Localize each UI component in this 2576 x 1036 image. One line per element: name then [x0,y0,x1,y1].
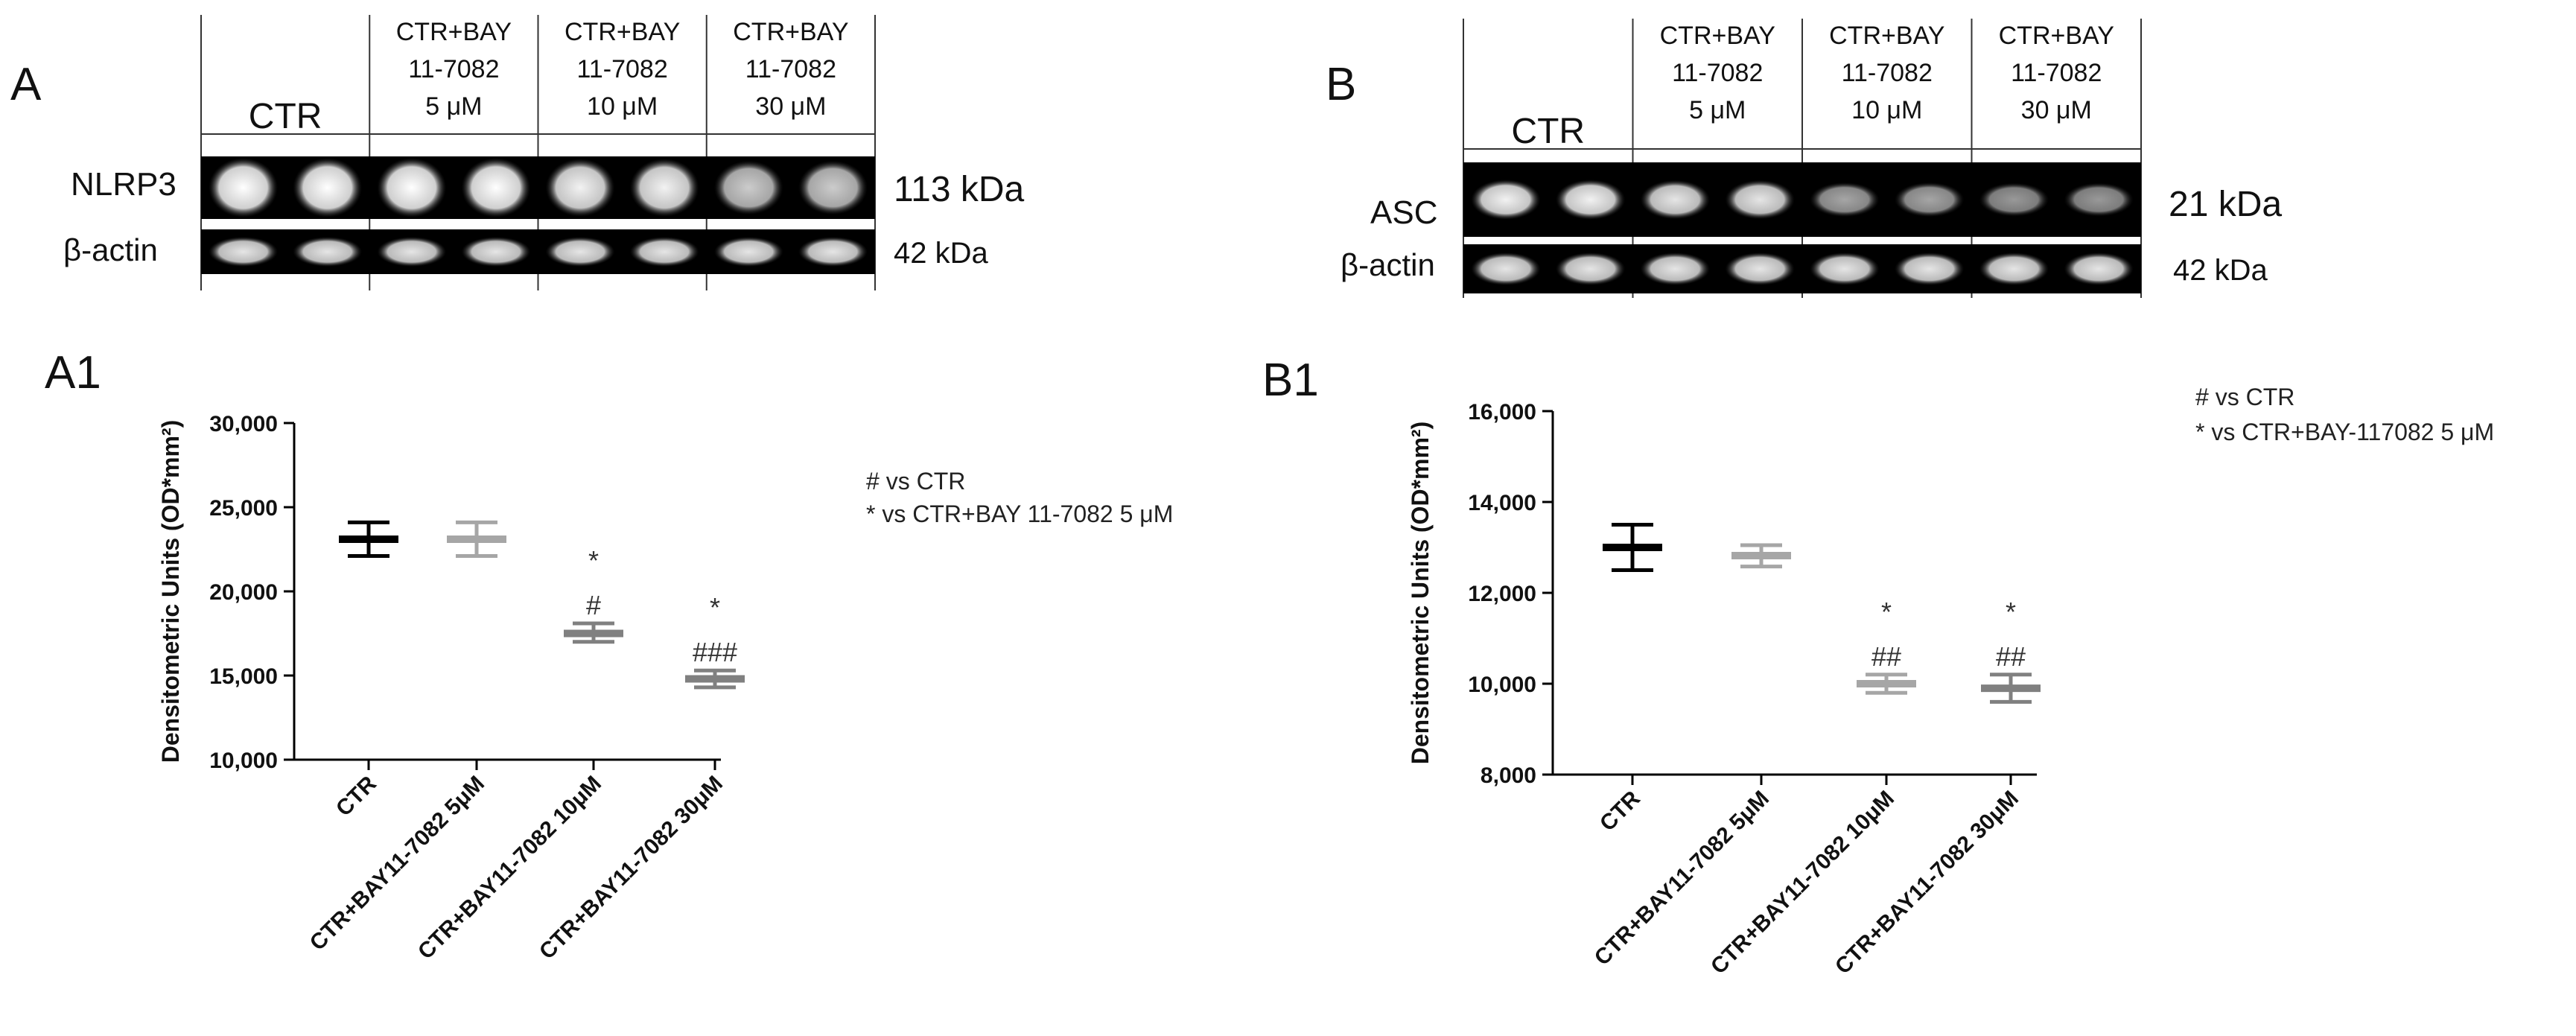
significance-mark: # [586,590,601,620]
blot-band [798,160,868,215]
blot-band [1471,179,1541,220]
lane-header-label: 11-7082 [576,55,667,83]
y-tick-label: 12,000 [1468,582,1536,606]
y-tick-label: 8,000 [1481,763,1536,788]
y-tick-label: 10,000 [1468,673,1536,697]
blot-band [1979,252,2049,286]
lane-header-label: 11-7082 [1672,59,1763,87]
significance-mark: ## [1996,641,2026,672]
row-label: NLRP3 [71,166,176,203]
lane-header-label: 30 μM [2021,96,2092,124]
significance-mark: * [710,592,720,623]
row-label: β-actin [1341,247,1435,282]
blot-band [461,236,531,267]
blot-band [2064,182,2134,217]
legend-a1-star: * vs CTR+BAY 11-7082 5 μM [866,500,1174,527]
lane-header-label: CTR [1511,112,1585,151]
lane-header-label: 10 μM [1851,96,1922,124]
y-axis-label: Densitometric Units (OD*mm²) [157,420,184,763]
y-tick-label: 14,000 [1468,491,1536,515]
blot-band [1810,252,1880,286]
blot-band [1979,182,2049,217]
lane-header-label: CTR+BAY [565,18,680,46]
lane-header-label: 5 μM [425,92,482,121]
panel-letter-a: A [10,59,42,110]
lane-header-label: 11-7082 [745,55,836,83]
blot-band [1894,252,1965,286]
y-tick-label: 10,000 [209,749,278,773]
panel-letter-b1: B1 [1262,355,1319,406]
lane-header-label: 11-7082 [2011,59,2102,87]
blot-band [209,158,278,217]
blot-band [1555,179,1626,220]
significance-mark: * [2006,597,2016,627]
blot-band [461,158,531,217]
legend-b1-hash: # vs CTR [2195,384,2295,410]
blot-band [798,236,868,267]
y-tick-label: 20,000 [209,580,278,605]
significance-mark: * [588,545,599,576]
blot-band [2064,252,2134,286]
y-tick-label: 15,000 [209,664,278,689]
lane-header-label: 5 μM [1689,96,1746,124]
blot-band [1640,179,1711,220]
y-tick-label: 16,000 [1468,400,1536,425]
blot-band [713,160,783,215]
blot-band [629,236,699,267]
molecular-weight-label: 113 kDa [894,170,1025,209]
row-label: ASC [1370,194,1437,231]
blot-band [377,236,447,267]
blot-band [1894,182,1965,217]
lane-header-label: CTR [249,97,322,136]
y-tick-label: 30,000 [209,412,278,436]
blot-band [1810,182,1880,217]
lane-header-label: CTR+BAY [733,18,848,46]
blot-band [1725,252,1795,286]
blot-band [713,236,783,267]
blot-band [1640,252,1711,286]
lane-header-label: 10 μM [587,92,658,121]
blot-band [1725,179,1795,220]
y-tick-label: 25,000 [209,496,278,521]
significance-mark: ## [1871,641,1901,672]
lane-header-label: 11-7082 [1842,59,1933,87]
legend-b1-star: * vs CTR+BAY-117082 5 μM [2195,419,2495,445]
blot-band [1471,252,1541,286]
row-label: β-actin [63,232,158,267]
lane-header-label: CTR+BAY [1999,22,2114,50]
panel-letter-a1: A1 [45,347,101,398]
molecular-weight-label: 21 kDa [2169,185,2282,224]
molecular-weight-label: 42 kDa [2173,254,2268,287]
blot-band [293,158,363,217]
lane-header-label: CTR+BAY [396,18,512,46]
x-tick-label: CTR [1595,786,1645,836]
legend-a1-hash: # vs CTR [866,468,966,495]
significance-mark: * [1881,597,1892,627]
blot-band [209,236,278,267]
blot-band [545,236,615,267]
blot-band [293,236,363,267]
blot-band [545,158,615,217]
lane-header-label: CTR+BAY [1660,22,1775,50]
y-axis-label: Densitometric Units (OD*mm²) [1407,422,1434,765]
significance-mark: ### [693,637,737,667]
blot-band [629,158,699,217]
lane-header-label: 30 μM [755,92,826,121]
lane-header-label: 11-7082 [408,55,499,83]
molecular-weight-label: 42 kDa [894,237,988,270]
lane-header-label: CTR+BAY [1829,22,1944,50]
blot-band [377,158,447,217]
panel-letter-b: B [1326,59,1357,110]
blot-band [1555,252,1626,286]
